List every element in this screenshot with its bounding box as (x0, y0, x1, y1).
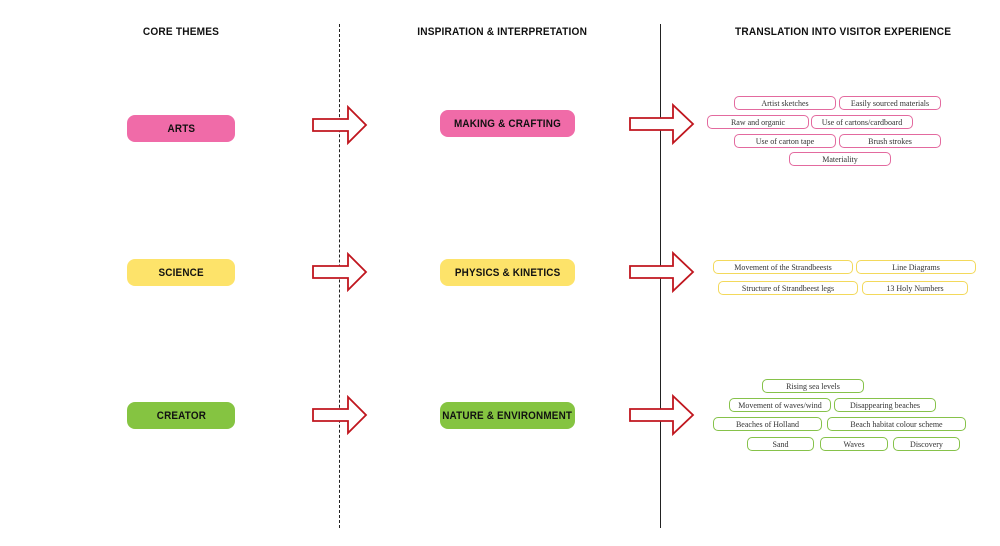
theme-label-creator: CREATOR (156, 409, 206, 422)
experience-tag: Sand (747, 437, 814, 451)
heading-inspiration-interpretation: INSPIRATION & INTERPRETATION (417, 26, 588, 38)
interpretation-label-physics-kinetics: PHYSICS & KINETICS (454, 266, 561, 279)
experience-tag: Discovery (893, 437, 960, 451)
interpretation-pill-nature-environment: NATURE & ENVIRONMENT (440, 402, 575, 429)
heading-translation-visitor-experience: TRANSLATION INTO VISITOR EXPERIENCE (735, 26, 952, 38)
experience-tag: Waves (820, 437, 888, 451)
arrow-right-icon (312, 105, 368, 145)
experience-tag: Structure of Strandbeest legs (718, 281, 858, 295)
experience-tag: Artist sketches (734, 96, 836, 110)
experience-tag: Use of carton tape (734, 134, 836, 148)
experience-tag: Disappearing beaches (834, 398, 936, 412)
theme-label-science: SCIENCE (158, 266, 204, 279)
experience-tag: Use of cartons/cardboard (811, 115, 913, 129)
experience-tag: 13 Holy Numbers (862, 281, 968, 295)
theme-pill-arts: ARTS (127, 115, 235, 142)
interpretation-label-making-crafting: MAKING & CRAFTING (453, 117, 561, 130)
experience-tag: Beaches of Holland (713, 417, 822, 431)
arrow-right-icon (629, 251, 695, 293)
heading-core-themes: CORE THEMES (142, 26, 220, 38)
interpretation-label-nature-environment: NATURE & ENVIRONMENT (442, 409, 573, 422)
experience-tag: Brush strokes (839, 134, 941, 148)
arrow-right-icon (312, 395, 368, 435)
experience-tag: Line Diagrams (856, 260, 976, 274)
experience-tag: Materiality (789, 152, 891, 166)
theme-pill-science: SCIENCE (127, 259, 235, 286)
interpretation-pill-making-crafting: MAKING & CRAFTING (440, 110, 575, 137)
experience-tag: Easily sourced materials (839, 96, 941, 110)
experience-tag: Movement of the Strandbeests (713, 260, 853, 274)
arrow-right-icon (629, 394, 695, 436)
interpretation-pill-physics-kinetics: PHYSICS & KINETICS (440, 259, 575, 286)
arrow-right-icon (629, 103, 695, 145)
arrow-right-icon (312, 252, 368, 292)
experience-tag: Movement of waves/wind (729, 398, 831, 412)
experience-tag: Rising sea levels (762, 379, 864, 393)
theme-label-arts: ARTS (167, 122, 195, 135)
theme-pill-creator: CREATOR (127, 402, 235, 429)
experience-tag: Beach habitat colour scheme (827, 417, 966, 431)
experience-tag: Raw and organic (707, 115, 809, 129)
